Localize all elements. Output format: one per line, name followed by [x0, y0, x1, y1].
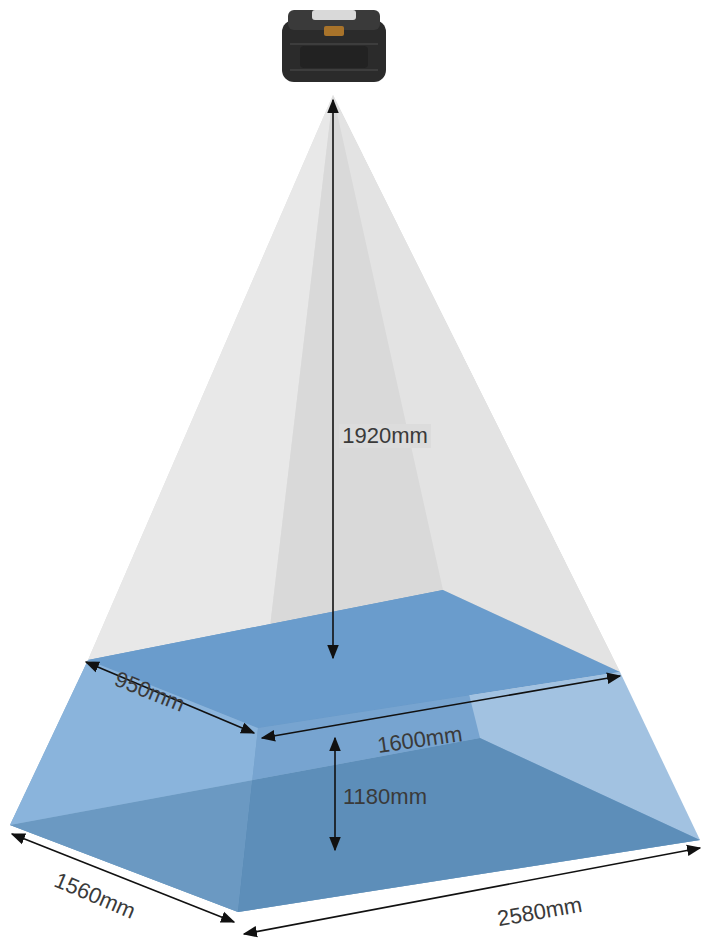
dimension-label: 1180mm [340, 785, 430, 809]
dimension-arrow [334, 738, 336, 850]
camera-device [282, 10, 386, 82]
dimension-arrow [86, 662, 254, 733]
dimension-label: 1920mm [339, 424, 431, 448]
dimension-arrow [244, 848, 700, 934]
dimension-arrow [332, 100, 334, 658]
pyramid-right-face [333, 95, 620, 672]
frustum-bottom-shade [10, 738, 700, 912]
dimension-label: 1560mm [48, 867, 142, 925]
dimension-label: 2580mm [493, 892, 587, 932]
